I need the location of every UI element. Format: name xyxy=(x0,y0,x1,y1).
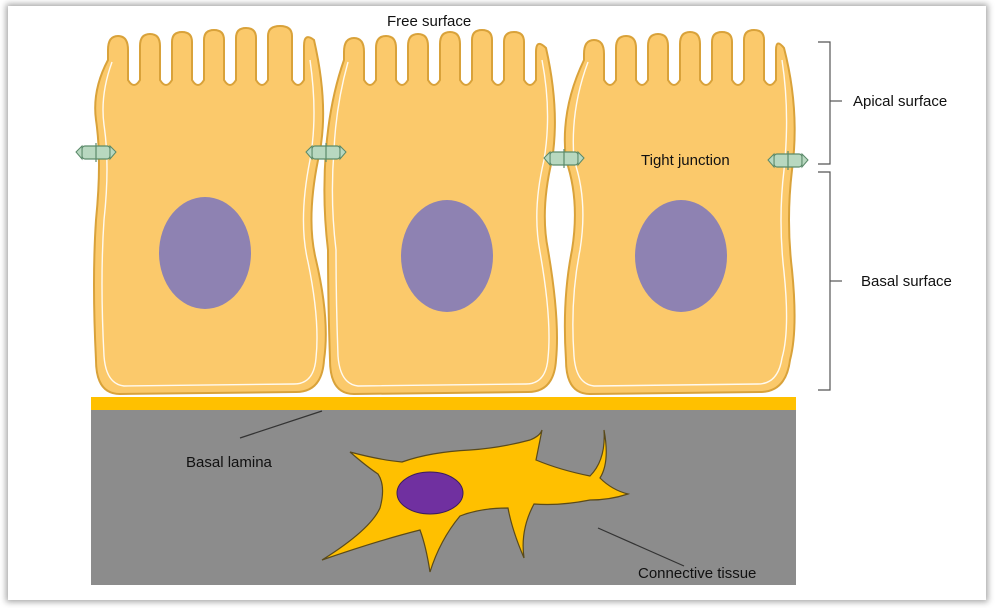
nucleus-3 xyxy=(635,200,727,312)
epithelial-cell-2 xyxy=(324,30,557,394)
epithelial-cell-1 xyxy=(94,26,326,394)
apical-surface-label: Apical surface xyxy=(853,93,947,110)
tight-junction-label: Tight junction xyxy=(641,152,730,169)
tight-junction-2 xyxy=(306,143,346,162)
nucleus-1 xyxy=(159,197,251,309)
tight-junction-4 xyxy=(768,151,808,170)
connective-tissue-label: Connective tissue xyxy=(638,565,756,582)
tight-junction-1 xyxy=(76,143,116,162)
basal-lamina-label: Basal lamina xyxy=(186,454,273,471)
basal-surface-label: Basal surface xyxy=(861,273,952,290)
basal-lamina xyxy=(91,397,796,410)
nucleus-2 xyxy=(401,200,493,312)
fibroblast-nucleus xyxy=(397,472,463,514)
epithelial-cell-3 xyxy=(565,30,795,394)
basal-surface-bracket xyxy=(818,172,842,390)
tight-junction-3 xyxy=(544,149,584,168)
free-surface-label: Free surface xyxy=(387,13,471,30)
apical-surface-bracket xyxy=(818,42,842,164)
